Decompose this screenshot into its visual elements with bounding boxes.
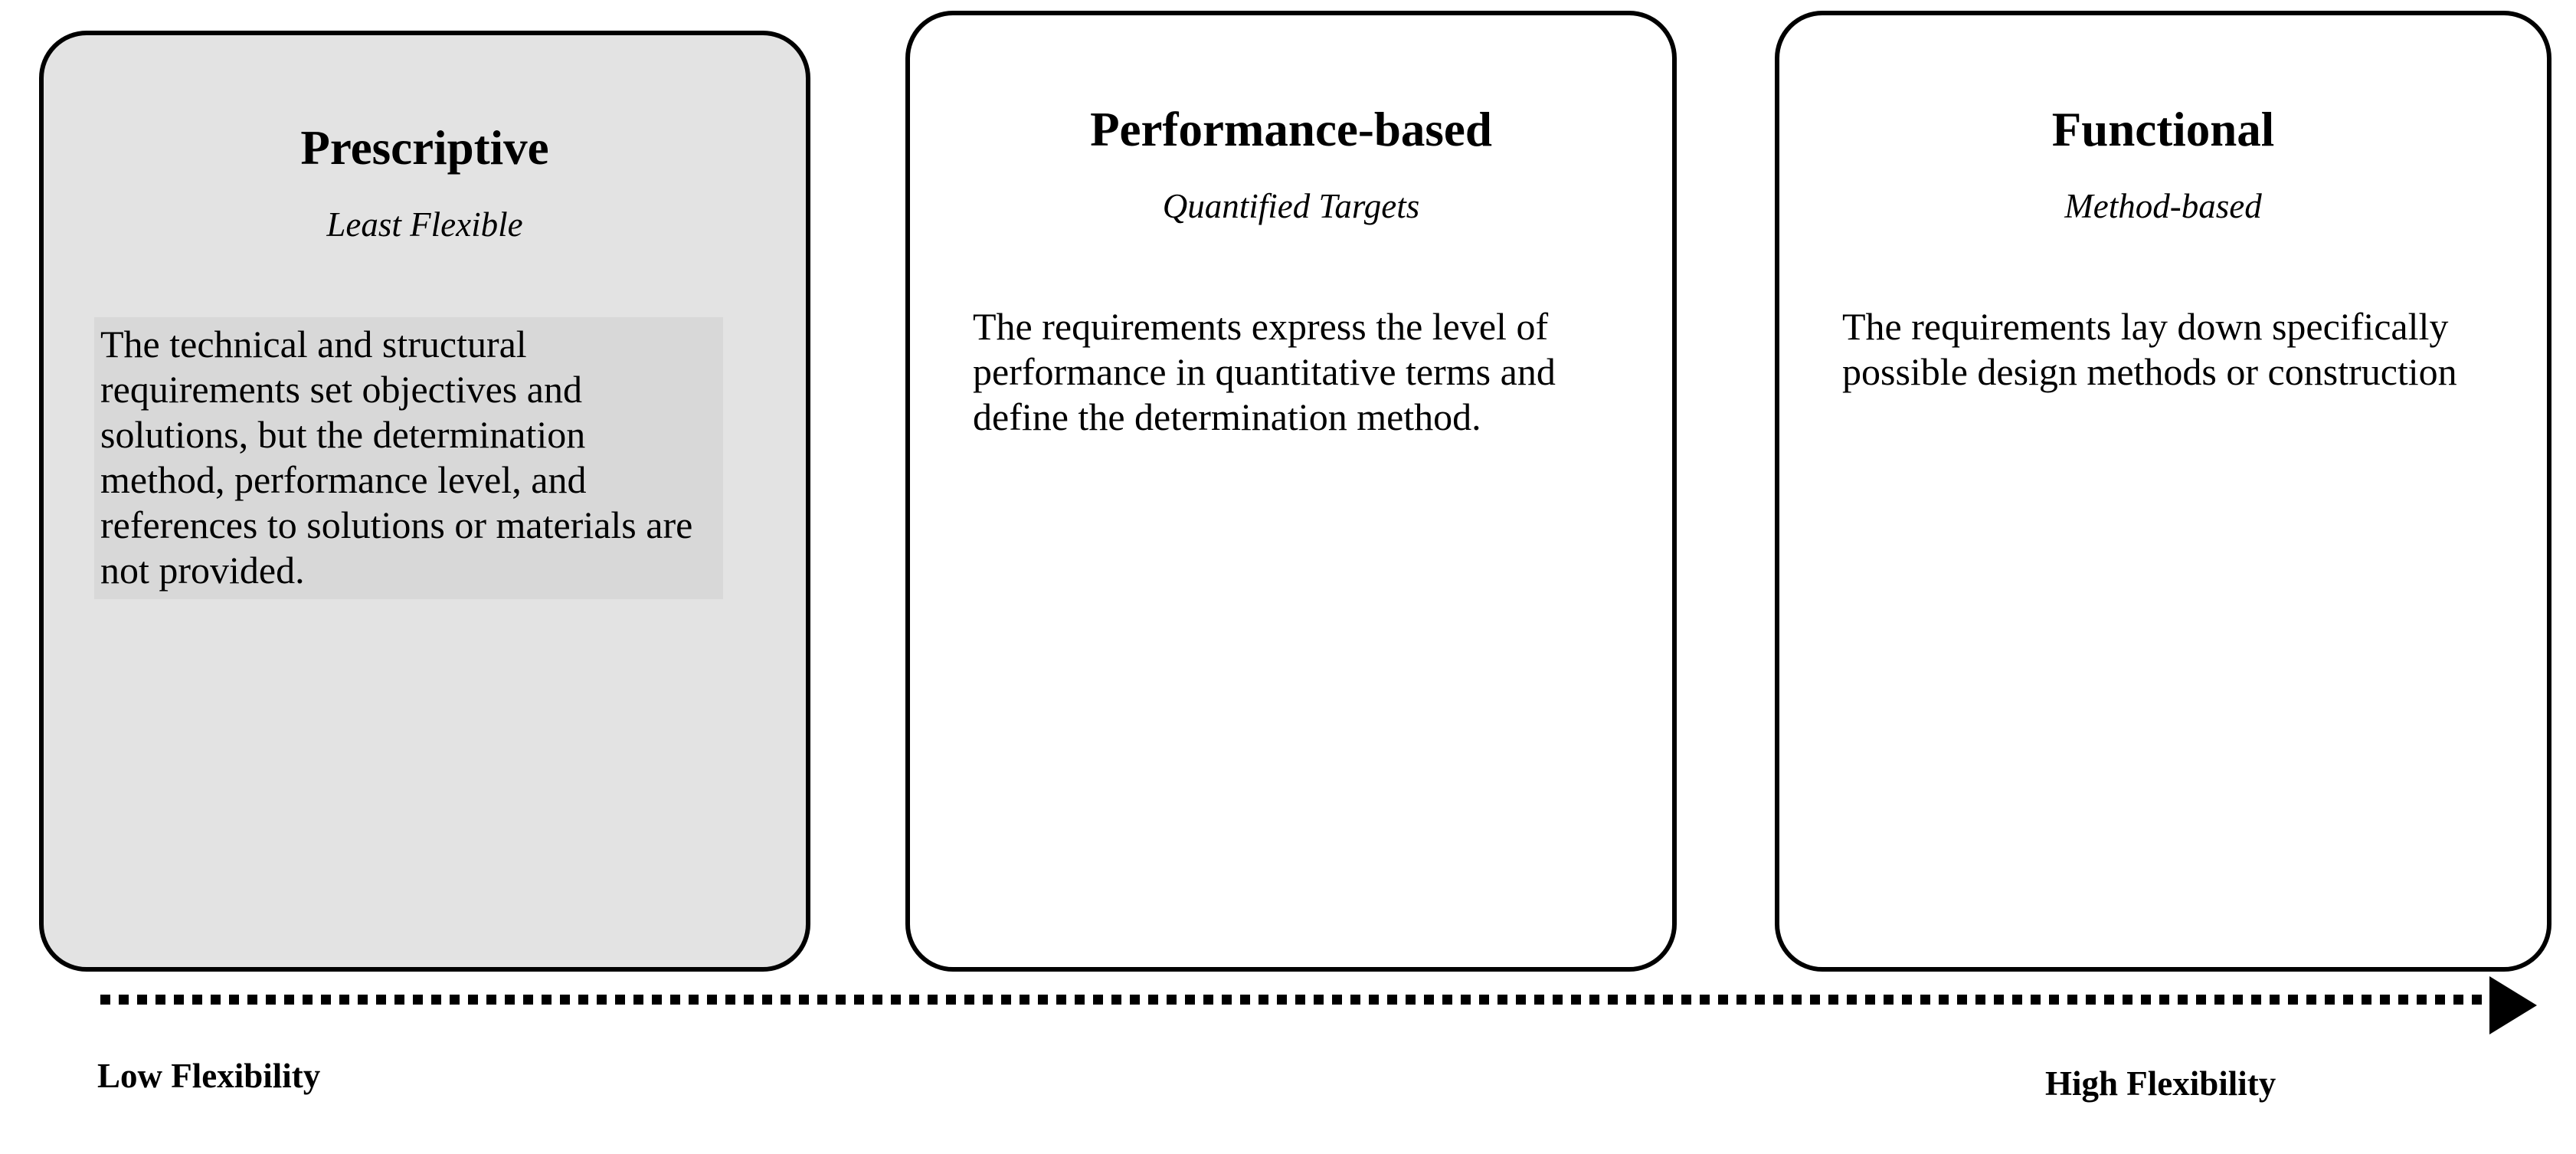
card-body-prescriptive: The technical and structural requirement… bbox=[94, 317, 723, 599]
card-functional: Functional Method-based The requirements… bbox=[1775, 11, 2551, 972]
card-title-prescriptive: Prescriptive bbox=[300, 121, 549, 175]
dotted-line-icon bbox=[100, 995, 2496, 1005]
card-title-performance-based: Performance-based bbox=[1090, 103, 1492, 156]
card-performance-based: Performance-based Quantified Targets The… bbox=[905, 11, 1677, 972]
card-prescriptive: Prescriptive Least Flexible The technica… bbox=[39, 31, 810, 972]
card-subtitle-performance-based: Quantified Targets bbox=[1162, 187, 1420, 225]
card-body-performance-based: The requirements express the level of pe… bbox=[973, 305, 1556, 438]
flexibility-axis bbox=[0, 976, 2576, 1034]
card-subtitle-prescriptive: Least Flexible bbox=[326, 205, 523, 244]
card-subtitle-functional: Method-based bbox=[2064, 187, 2262, 225]
axis-label-low-flexibility: Low Flexibility bbox=[97, 1057, 321, 1095]
card-body-functional: The requirements lay down specifically p… bbox=[1842, 305, 2457, 393]
card-title-functional: Functional bbox=[2051, 103, 2275, 156]
axis-label-high-flexibility: High Flexibility bbox=[2045, 1064, 2277, 1103]
arrow-right-icon bbox=[2489, 976, 2537, 1034]
